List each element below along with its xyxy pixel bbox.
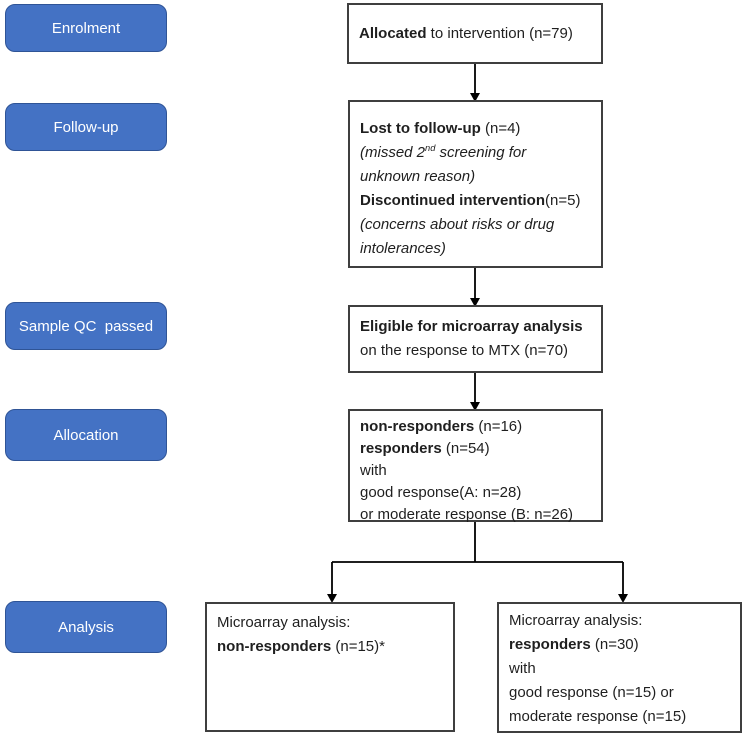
stage-allocation: Allocation xyxy=(5,409,167,461)
flow-box-eligible: Eligible for microarray analysis on the … xyxy=(348,305,603,373)
analysis-right-rest: (n=30) xyxy=(590,636,639,653)
branch-connector xyxy=(332,522,623,563)
analysis-right-line-2: responders (n=30) xyxy=(509,633,730,657)
stage-analysis: Analysis xyxy=(5,601,167,653)
lost-line-1: Lost to follow-up (n=4) xyxy=(360,117,591,141)
analysis-right-line-5: moderate response (n=15) xyxy=(509,708,687,725)
allocation-line-2: responders (n=54) xyxy=(360,438,591,460)
flow-box-analysis-nonresponders: Microarray analysis: non-responders (n=1… xyxy=(205,602,455,732)
lost-line-4: Discontinued intervention(n=5) xyxy=(360,189,591,213)
analysis-left-line-2: non-responders (n=15)* xyxy=(217,635,443,659)
discontinued-rest: (n=5) xyxy=(545,192,581,209)
nonresponders-bold: non-responders xyxy=(360,418,475,435)
lost-line-5: (concerns about risks or drug xyxy=(360,216,555,233)
analysis-right-line-3: with xyxy=(509,660,536,677)
allocated-rest: to intervention (n=79) xyxy=(426,24,573,42)
allocation-line-3: with xyxy=(360,462,387,479)
responders-bold: responders xyxy=(360,440,442,457)
lost-line-2-post: screening for xyxy=(435,144,527,161)
analysis-left-rest: (n=15)* xyxy=(331,638,385,655)
lost-line-3: unknown reason) xyxy=(360,168,476,185)
allocation-line-1: non-responders (n=16) xyxy=(360,416,591,438)
stage-follow-up: Follow-up xyxy=(5,103,167,151)
analysis-right-bold: responders xyxy=(509,636,591,653)
stage-follow-up-label: Follow-up xyxy=(53,118,119,136)
stage-analysis-label: Analysis xyxy=(58,618,114,636)
analysis-left-line-1: Microarray analysis: xyxy=(217,614,351,631)
allocation-line-5: or moderate response (B: n=26) xyxy=(360,506,574,523)
allocated-text: Allocated to intervention (n=79) xyxy=(359,22,591,46)
analysis-right-line-4: good response (n=15) or xyxy=(509,684,674,701)
nonresponders-rest: (n=16) xyxy=(474,418,523,435)
stage-enrolment: Enrolment xyxy=(5,4,167,52)
eligible-bold: Eligible for microarray analysis xyxy=(360,318,583,335)
stage-enrolment-label: Enrolment xyxy=(51,19,121,37)
lost-line-2: (missed 2nd screening for xyxy=(360,141,591,165)
lost-line-2-sup: nd xyxy=(425,143,436,153)
lost-line-2-pre: (missed 2 xyxy=(360,144,426,161)
responders-rest: (n=54) xyxy=(441,440,490,457)
flow-box-analysis-responders: Microarray analysis: responders (n=30) w… xyxy=(497,602,742,733)
discontinued-bold: Discontinued intervention xyxy=(360,192,546,209)
stage-allocation-label: Allocation xyxy=(53,426,119,444)
allocation-line-4: good response(A: n=28) xyxy=(360,484,522,501)
eligible-line-1: Eligible for microarray analysis xyxy=(360,315,591,339)
stage-sample-qc: Sample QC passed xyxy=(5,302,167,350)
lost-line-6: intolerances) xyxy=(360,240,446,257)
analysis-right-line-1: Microarray analysis: xyxy=(509,612,643,629)
analysis-left-bold: non-responders xyxy=(217,638,332,655)
allocated-bold: Allocated xyxy=(359,24,427,42)
lost-bold: Lost to follow-up xyxy=(360,120,481,137)
stage-sample-qc-label: Sample QC passed xyxy=(18,317,154,335)
flow-box-lost-followup: Lost to follow-up (n=4) (missed 2nd scre… xyxy=(348,100,603,268)
lost-rest: (n=4) xyxy=(480,120,521,137)
flow-box-allocation-detail: non-responders (n=16) responders (n=54) … xyxy=(348,409,603,523)
eligible-line-2: on the response to MTX (n=70) xyxy=(360,342,569,359)
flow-box-allocated: Allocated to intervention (n=79) xyxy=(347,3,603,64)
